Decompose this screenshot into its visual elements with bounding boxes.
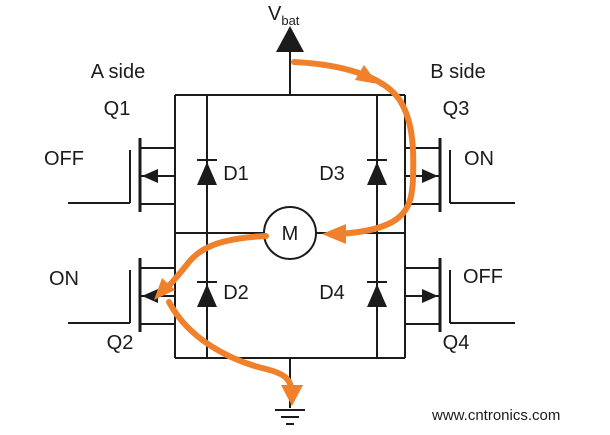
- d3-label: D3: [319, 163, 345, 185]
- labels: Vbat A side B side Q1 Q3 Q2 Q4 OFF ON ON…: [44, 3, 560, 424]
- ground-symbol: [275, 409, 305, 425]
- d2-diode-icon: [197, 284, 217, 307]
- motor-label: M: [282, 223, 299, 245]
- mosfet-q1-symbol: [68, 138, 175, 212]
- a-side-label: A side: [91, 61, 145, 83]
- current-flow-arrowheads: [154, 65, 378, 406]
- q4-state-label: OFF: [463, 266, 503, 288]
- q2-label: Q2: [107, 332, 134, 354]
- flow-motor-to-q2: [160, 233, 269, 295]
- watermark: www.cntronics.com: [431, 407, 560, 424]
- q2-body-arrow-icon: [142, 289, 158, 303]
- q2-state-label: ON: [49, 268, 79, 290]
- q1-label: Q1: [104, 98, 131, 120]
- flow-arrow-top-icon: [355, 65, 378, 84]
- d4-diode-icon: [367, 284, 387, 307]
- d4-label: D4: [319, 282, 345, 304]
- vbat-arrow-icon: [276, 26, 304, 52]
- current-flow-path: [160, 59, 417, 391]
- q4-body-arrow-icon: [422, 289, 438, 303]
- circuit-filled-symbols: [142, 26, 438, 307]
- d2-label: D2: [223, 282, 249, 304]
- q3-body-arrow-icon: [422, 169, 438, 183]
- flow-top-to-motor: [291, 59, 417, 237]
- flow-q2-to-ground: [166, 299, 294, 391]
- q3-label: Q3: [443, 98, 470, 120]
- q1-body-arrow-icon: [142, 169, 158, 183]
- q4-label: Q4: [443, 332, 470, 354]
- flow-arrow-to-ground-icon: [281, 385, 303, 406]
- d3-diode-icon: [367, 162, 387, 185]
- d1-diode-icon: [197, 162, 217, 185]
- vbat-label: Vbat: [268, 3, 300, 28]
- d1-label: D1: [223, 163, 249, 185]
- flow-arrow-into-motor-icon: [322, 224, 346, 244]
- motor-circle: [263, 206, 317, 260]
- q3-state-label: ON: [464, 148, 494, 170]
- q1-state-label: OFF: [44, 148, 84, 170]
- flow-arrow-into-q2-icon: [154, 278, 175, 300]
- b-side-label: B side: [430, 61, 486, 83]
- mosfet-q3-symbol: [405, 138, 515, 212]
- mosfet-q2-symbol: [68, 258, 175, 332]
